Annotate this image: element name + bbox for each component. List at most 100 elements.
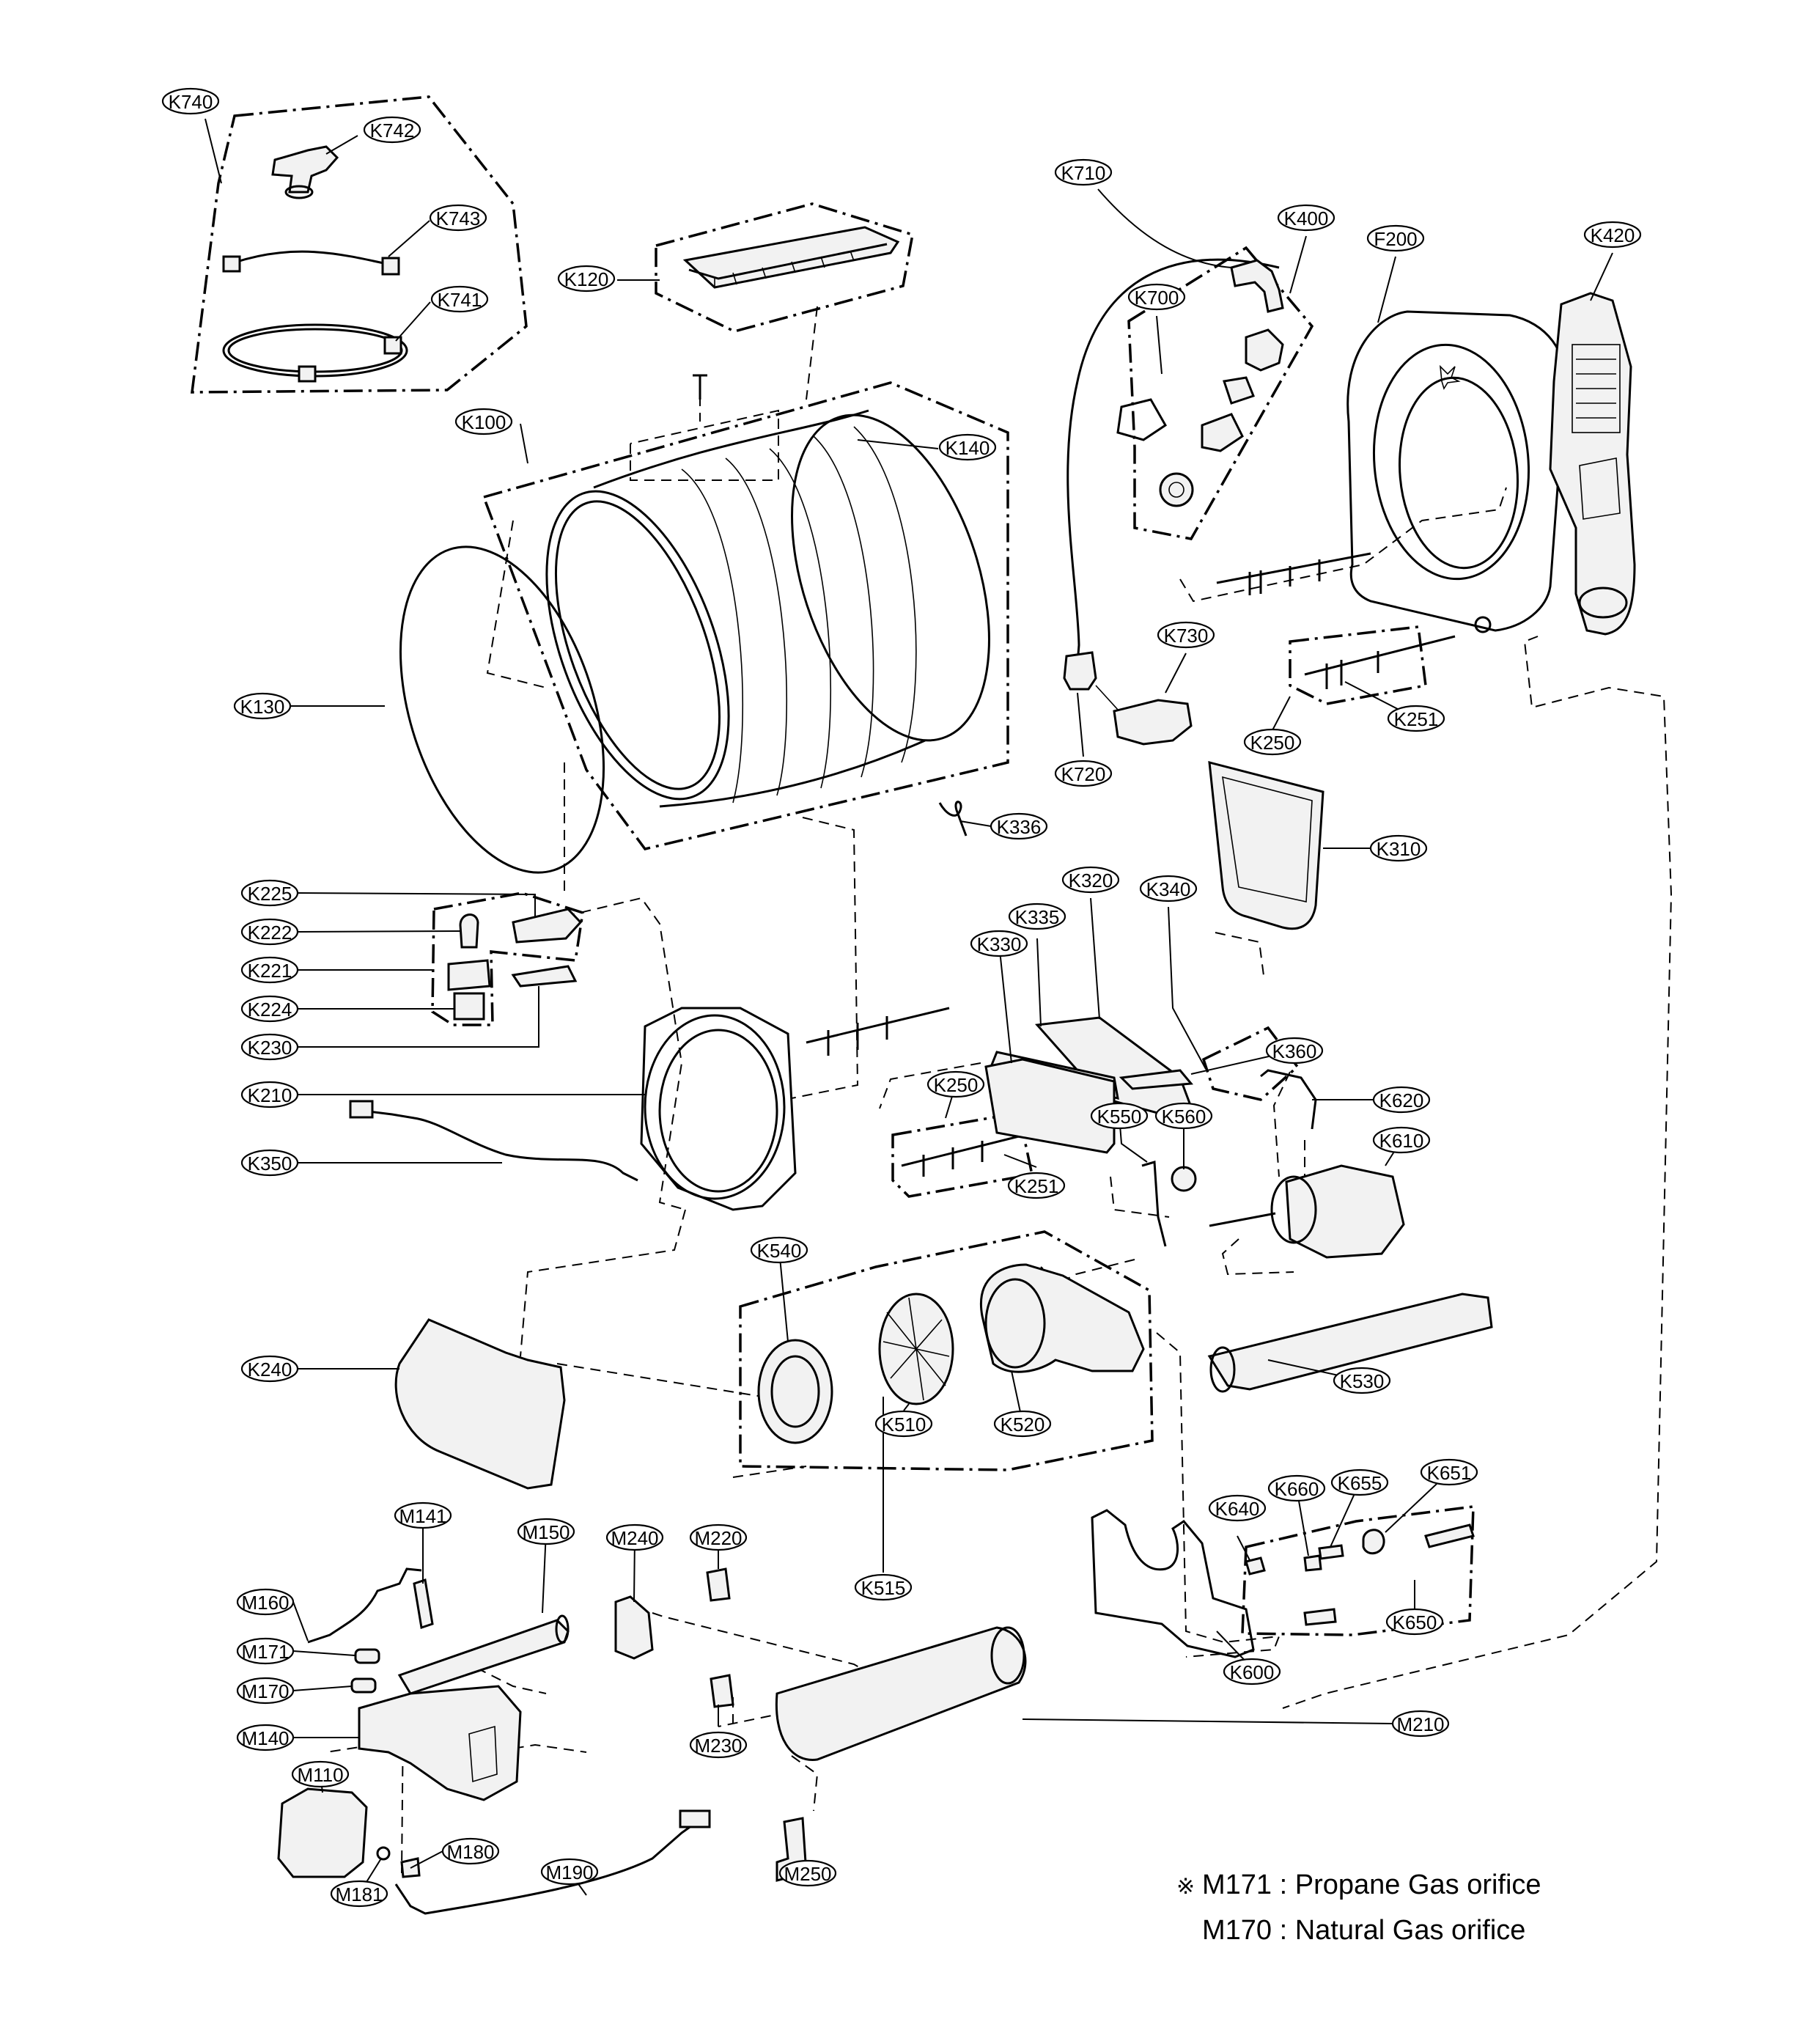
burner-bracket-slot [468,1725,498,1783]
callout-bubble [605,1523,664,1551]
footnote-symbol: ※ [1176,1875,1195,1899]
callout-text: M140 [241,1727,289,1749]
thermistor-part [1141,1161,1167,1247]
callout-text: M150 [522,1521,570,1543]
combustion-chamber-opening [990,1626,1025,1685]
front-duct-part [394,1318,566,1490]
group-box-k250-upper [1289,625,1427,705]
callout-k250: K250 [926,1070,985,1098]
callout-bubble [1154,1102,1213,1130]
callout-m110: M110 [291,1760,350,1788]
callout-k520: K520 [993,1410,1052,1438]
callout-k540: K540 [750,1236,808,1264]
callout-text: M160 [241,1592,289,1614]
callout-k335: K335 [1008,902,1066,930]
callout-k530: K530 [1333,1367,1391,1394]
callout-k360: K360 [1265,1037,1324,1065]
callout-text: M240 [611,1527,658,1549]
callout-m181: M181 [330,1880,388,1908]
callout-text: K660 [1275,1478,1319,1500]
callout-k550: K550 [1090,1102,1149,1130]
callout-text: K350 [248,1152,292,1174]
exhaust-duct-end [1209,1346,1236,1393]
callout-f200: F200 [1366,224,1425,252]
callout-bubble [1223,1658,1281,1685]
burner-bracket-part [358,1685,522,1801]
callout-text: K743 [436,207,481,229]
callout-k350: K350 [240,1149,299,1177]
callout-text: M250 [784,1863,831,1885]
callout-k250: K250 [1243,728,1302,756]
group-box-k700 [1127,246,1314,540]
callout-text: K700 [1135,287,1179,309]
callout-bubble [938,433,997,461]
connector-part [349,1100,374,1119]
callout-k130: K130 [233,692,292,720]
callout-bubble [1267,1474,1326,1502]
callout-bubble [540,1858,599,1886]
nozzle-bracket-part [1116,398,1167,441]
mid-shaft-assembly-part [1304,635,1456,689]
callout-text: K360 [1272,1040,1317,1062]
callout-m240: M240 [605,1523,664,1551]
callout-text: K100 [462,411,506,433]
bracket-part [1245,1556,1266,1576]
lamp-bulb-part [459,913,479,949]
callout-m230: M230 [689,1731,748,1759]
blower-housing-part [980,1263,1145,1373]
callout-k743: K743 [429,204,487,232]
drum-part [545,409,990,808]
callout-k510: K510 [874,1410,933,1438]
seal-arc-part [1119,1069,1193,1090]
callout-k320: K320 [1061,866,1120,894]
burner-tube-part [397,1619,570,1695]
callout-bubble [240,956,299,984]
callout-bubble [1333,1367,1391,1394]
callout-bubble [240,1081,299,1109]
callout-bubble [689,1731,748,1759]
duct-frame-part [984,1058,1116,1154]
callout-text: K230 [248,1037,292,1059]
callout-text: K330 [977,933,1022,955]
callout-text: K310 [1377,838,1421,860]
callout-bubble [1243,728,1302,756]
flame-sensor-part [706,1567,731,1602]
footnote-line-1: M171 : Propane Gas orifice [1202,1870,1541,1900]
callout-bubble [993,1410,1052,1438]
callout-bubble [1265,1037,1324,1065]
steam-assembly-part [1159,328,1284,507]
y-connector-part [271,145,339,199]
callout-text: K710 [1061,162,1106,184]
group-box-k100 [482,381,1009,850]
callout-text: M110 [297,1764,343,1786]
callout-k251: K251 [1387,705,1445,732]
callout-bubble [1420,1458,1478,1486]
callout-text: M230 [694,1735,742,1757]
callout-text: F200 [1374,228,1417,250]
drum-seal-part [399,545,605,874]
callout-bubble [236,1588,295,1616]
callout-bubble [970,930,1028,957]
callout-bubble [1391,1710,1450,1738]
callout-text: K650 [1393,1611,1437,1633]
callout-m171: M171 [236,1637,295,1665]
callout-text: K251 [1394,708,1439,730]
callout-m140: M140 [236,1724,295,1751]
orifice-propane-part [354,1648,380,1664]
callout-bubble [240,995,299,1023]
callout-text: K520 [1001,1413,1045,1435]
callout-k640: K640 [1208,1494,1267,1522]
callout-bubble [1277,204,1335,232]
callout-bubble [1385,1608,1444,1636]
front-shaft-assembly-part [901,1135,1020,1177]
screw-part [693,374,707,400]
callout-bubble [750,1236,808,1264]
callout-k660: K660 [1267,1474,1326,1502]
callout-bubble [240,1149,299,1177]
callout-text: K222 [248,922,292,944]
callout-bubble [240,918,299,946]
callout-text: K250 [1250,732,1295,754]
callout-k224: K224 [240,995,299,1023]
callout-k340: K340 [1139,875,1198,902]
pulley-part [1362,1529,1385,1555]
